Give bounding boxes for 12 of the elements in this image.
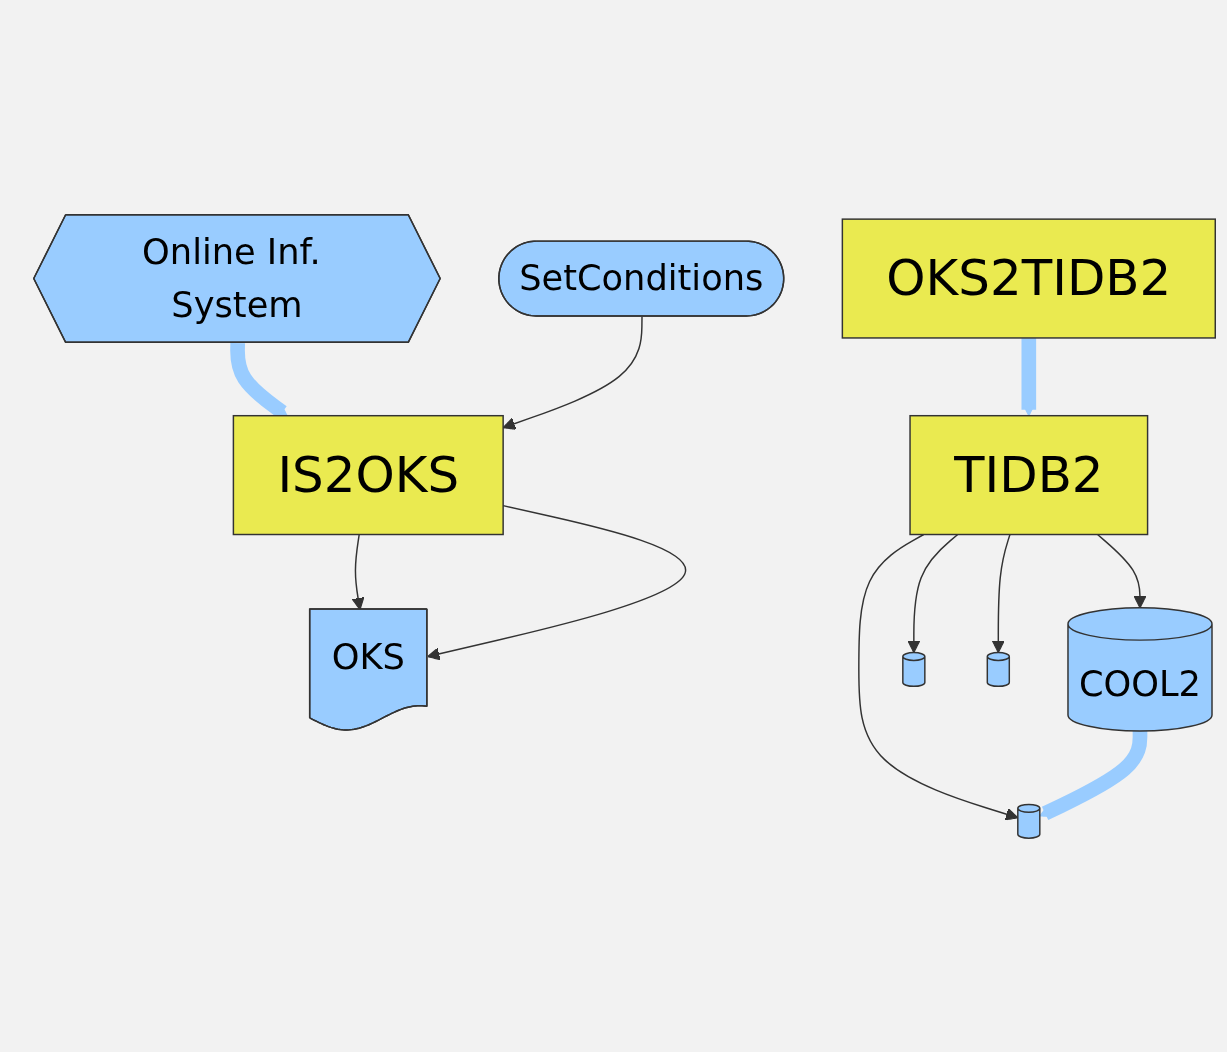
arrow [427,504,687,660]
node-box: TIDB2 [909,414,1149,535]
arrow [1021,337,1037,416]
node-cylinder [902,651,926,687]
arrow [1096,533,1147,608]
node-box: IS2OKS [232,414,504,535]
arrow [858,533,1019,820]
arrow [907,533,959,653]
node-box: OKS2TIDB2 [841,217,1216,339]
arrow [991,533,1011,653]
node-cylinder [1017,803,1041,839]
node-cylinder [986,651,1011,687]
